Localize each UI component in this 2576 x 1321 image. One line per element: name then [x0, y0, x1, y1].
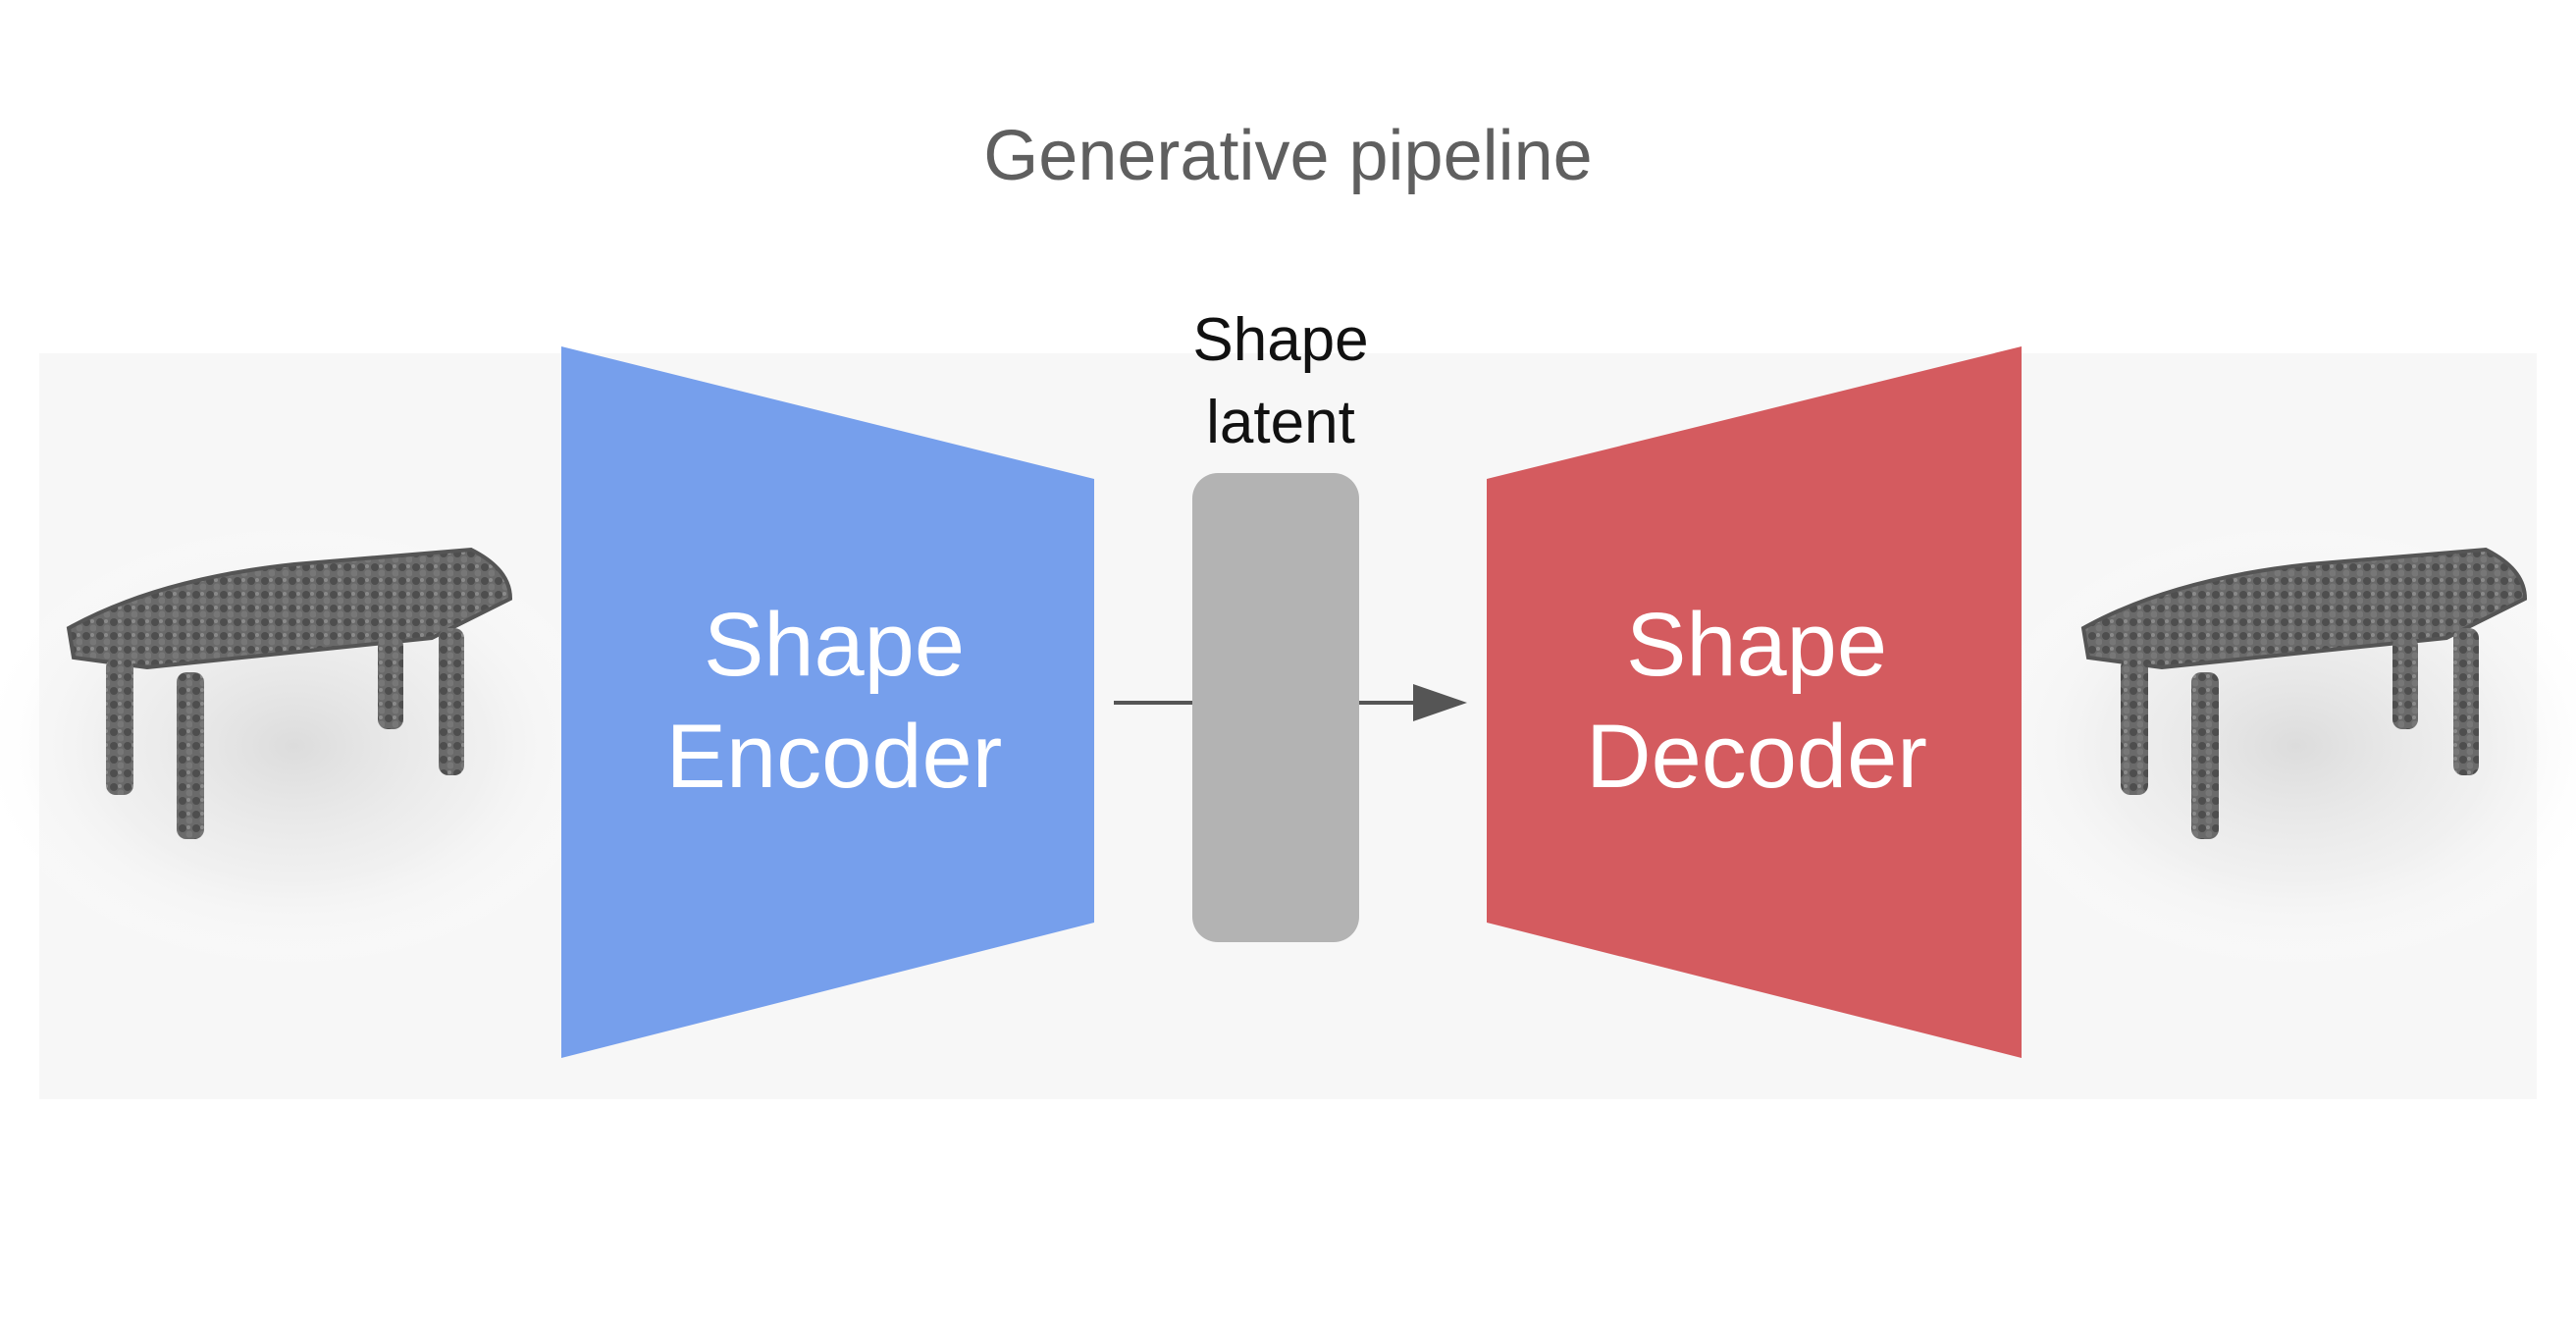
input-table-icon: [66, 547, 513, 839]
shape-latent-block: [1192, 473, 1359, 942]
shape-decoder-block: [1487, 346, 2022, 1058]
shape-encoder-block: [561, 346, 1094, 1058]
encoder-label-line1: Shape: [703, 595, 966, 695]
latent-label-line1: Shape: [1192, 306, 1369, 374]
decoder-label-line2: Decoder: [1586, 707, 1927, 807]
latent-label-line2: latent: [1206, 389, 1355, 456]
diagram-title: Generative pipeline: [983, 117, 1593, 195]
arrow-head-icon: [1413, 684, 1467, 721]
decoder-label: Shape Decoder: [1487, 589, 2026, 813]
encoder-label-line2: Encoder: [665, 707, 1003, 807]
decoder-label-line1: Shape: [1625, 595, 1888, 695]
encoder-label: Shape Encoder: [564, 589, 1104, 813]
output-table-icon: [2080, 547, 2528, 839]
latent-label: Shape latent: [1065, 299, 1497, 464]
